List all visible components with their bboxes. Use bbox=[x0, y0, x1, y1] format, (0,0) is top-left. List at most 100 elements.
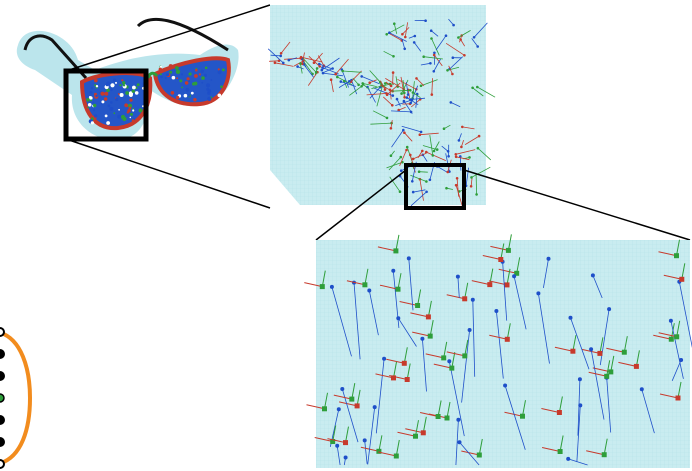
vector-segment bbox=[507, 234, 512, 251]
vector-point bbox=[343, 440, 348, 446]
vector-segment bbox=[522, 400, 526, 417]
vector-point bbox=[674, 334, 680, 340]
lens-speckle-dot bbox=[112, 78, 117, 82]
vector-segment bbox=[455, 149, 476, 155]
vector-segment bbox=[513, 276, 527, 330]
vector-segment bbox=[592, 275, 603, 299]
vector-point bbox=[568, 315, 573, 320]
vector-point bbox=[273, 61, 277, 65]
vector-point bbox=[446, 69, 449, 72]
vector-point bbox=[504, 282, 510, 288]
vector-point bbox=[456, 417, 461, 422]
vector-point bbox=[385, 93, 389, 96]
vector-segment bbox=[371, 83, 391, 89]
vector-point bbox=[382, 356, 387, 361]
lens-speckle-dot bbox=[166, 73, 170, 77]
vector-point bbox=[322, 406, 327, 412]
vector-point bbox=[427, 333, 433, 339]
vector-segment bbox=[370, 122, 392, 125]
vector-segment bbox=[663, 274, 682, 280]
vector-point bbox=[668, 336, 674, 342]
vector-segment bbox=[606, 377, 612, 433]
vector-segment bbox=[401, 39, 406, 49]
vector-segment bbox=[433, 58, 441, 72]
lens-speckle-dot bbox=[179, 79, 183, 83]
panel1-vector-field bbox=[267, 18, 496, 207]
vector-point bbox=[446, 170, 450, 174]
vector-segment bbox=[450, 102, 461, 108]
vector-segment bbox=[433, 363, 452, 369]
vector-segment bbox=[337, 76, 353, 86]
lens-speckle-dot bbox=[86, 98, 90, 102]
vector-segment bbox=[308, 56, 320, 67]
vector-point bbox=[403, 47, 407, 51]
vector-point bbox=[389, 84, 393, 88]
vector-point bbox=[277, 59, 281, 63]
vector-segment bbox=[413, 189, 426, 193]
vector-segment bbox=[333, 394, 352, 400]
vector-segment bbox=[397, 431, 416, 437]
vector-segment bbox=[372, 87, 393, 96]
vector-point bbox=[401, 360, 407, 366]
vector-segment bbox=[403, 347, 408, 364]
vector-segment bbox=[653, 334, 672, 340]
vector-segment bbox=[436, 166, 449, 174]
lens-speckle-dot bbox=[104, 114, 108, 118]
vector-segment bbox=[413, 42, 422, 52]
orange-circle-with-dots-icon bbox=[0, 327, 33, 469]
vector-point bbox=[402, 99, 406, 103]
vector-point bbox=[415, 77, 418, 80]
vector-segment bbox=[568, 458, 588, 466]
vector-segment bbox=[375, 373, 394, 379]
vector-segment bbox=[362, 84, 370, 90]
vector-point bbox=[597, 350, 603, 356]
lens-speckle-dot bbox=[87, 103, 92, 107]
vector-segment bbox=[410, 97, 426, 100]
vector-point bbox=[391, 104, 394, 107]
vector-segment bbox=[460, 39, 466, 47]
vector-segment bbox=[307, 71, 318, 86]
vector-point bbox=[451, 56, 455, 59]
vector-point bbox=[340, 387, 345, 391]
lens-speckle-dot bbox=[132, 109, 135, 112]
vector-point bbox=[476, 45, 480, 48]
vector-point bbox=[403, 91, 406, 95]
vector-point bbox=[504, 336, 510, 342]
vector-point bbox=[546, 256, 551, 261]
vector-segment bbox=[402, 27, 410, 35]
vector-point bbox=[391, 268, 396, 273]
vector-segment bbox=[506, 268, 511, 285]
lens-speckle-dot bbox=[124, 103, 129, 108]
vector-point bbox=[415, 303, 421, 308]
orange-arc bbox=[0, 330, 33, 466]
vector-point bbox=[398, 190, 402, 193]
vector-segment bbox=[420, 62, 431, 66]
vector-segment bbox=[389, 176, 401, 192]
vector-point bbox=[395, 97, 399, 101]
vector-segment bbox=[392, 72, 394, 85]
vector-point bbox=[367, 288, 372, 293]
lens-speckle-dot bbox=[115, 97, 119, 102]
vector-segment bbox=[506, 323, 511, 340]
vector-segment bbox=[464, 135, 480, 145]
vector-point bbox=[339, 80, 343, 83]
lens-speckle-dot bbox=[207, 89, 212, 93]
vector-segment bbox=[676, 320, 681, 337]
vector-segment bbox=[324, 392, 328, 409]
vector-point bbox=[435, 414, 441, 419]
vector-point bbox=[389, 154, 393, 157]
vector-segment bbox=[570, 317, 590, 370]
vector-point bbox=[411, 157, 415, 161]
vector-segment bbox=[677, 381, 682, 399]
vector-segment bbox=[429, 135, 434, 156]
lens-speckle-dot bbox=[120, 114, 126, 120]
lens-speckle-dot bbox=[93, 109, 96, 112]
vector-segment bbox=[416, 78, 425, 87]
vector-point bbox=[441, 355, 447, 361]
lens-speckle-dot bbox=[113, 112, 116, 115]
vector-point bbox=[349, 396, 355, 402]
vector-segment bbox=[383, 50, 394, 57]
zoom-panel-2-bg bbox=[316, 240, 690, 468]
vector-segment bbox=[459, 441, 480, 466]
lens-speckle-dot bbox=[105, 83, 109, 87]
